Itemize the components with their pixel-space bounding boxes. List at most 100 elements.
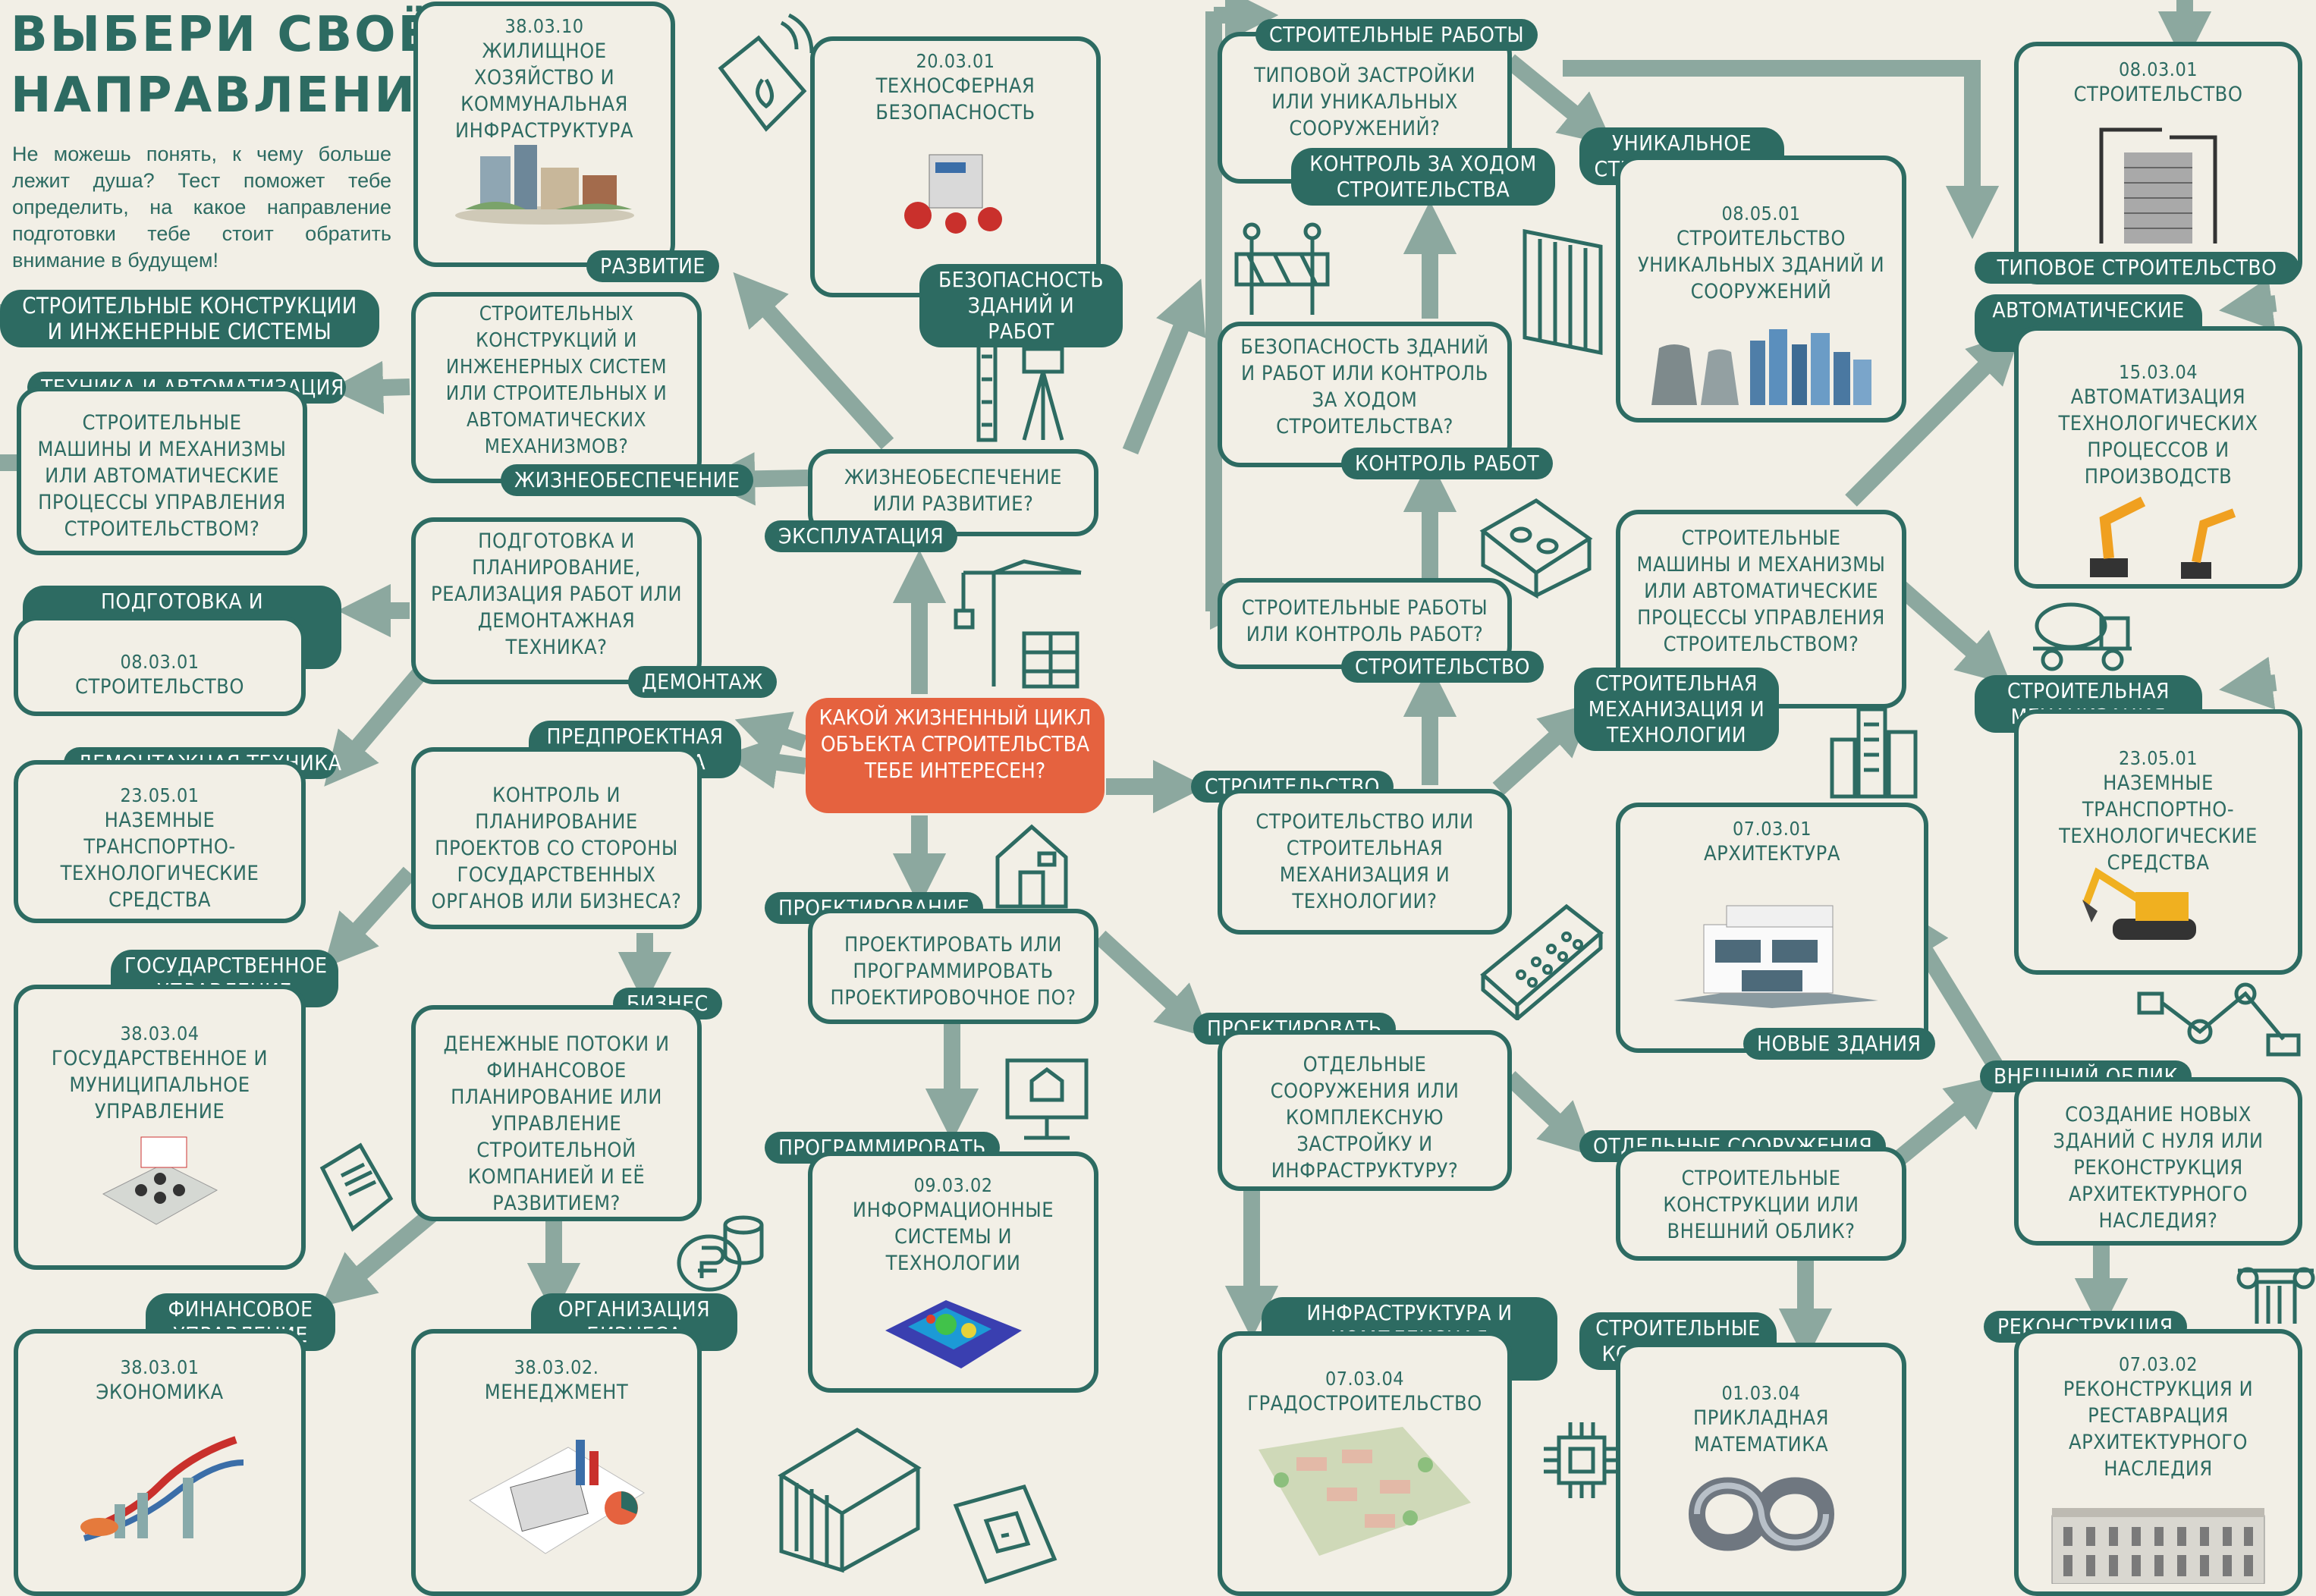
result-code: 07.03.02 xyxy=(2118,1353,2198,1375)
result-title: ЭКОНОМИКА xyxy=(96,1381,224,1404)
meeting-illustration xyxy=(102,1136,218,1225)
result-title: ГРАДОСТРОИТЕЛЬСТВО xyxy=(1247,1392,1482,1415)
tag-str-konstr-ing[interactable]: СТРОИТЕЛЬНЫЕ КОНСТРУКЦИИ И ИНЖЕНЕРНЫЕ СИ… xyxy=(0,290,379,347)
result-zhkh[interactable]: 38.03.10 ЖИЛИЩНОЕ ХОЗЯЙСТВО И КОММУНАЛЬН… xyxy=(413,2,675,267)
blueprint-icon xyxy=(953,1484,1057,1585)
skyscrapers-illustration xyxy=(1651,329,1871,405)
question-fin-or-org[interactable]: ДЕНЕЖНЫЕ ПОТОКИ И ФИНАНСОВОЕ ПЛАНИРОВАНИ… xyxy=(411,1005,702,1221)
concrete-mixer-icon xyxy=(2033,602,2132,671)
result-title: ПРИКЛАДНАЯ МАТЕМАТИКА xyxy=(1693,1406,1829,1456)
result-ekonomika[interactable]: 38.03.01 ЭКОНОМИКА xyxy=(14,1329,306,1596)
center-question[interactable]: КАКОЙ ЖИЗНЕННЫЙ ЦИКЛ ОБЪЕКТА СТРОИТЕЛЬСТ… xyxy=(806,698,1105,813)
city-buildings-icon xyxy=(1830,707,1918,799)
question-new-or-recon[interactable]: СОЗДАНИЕ НОВЫХ ЗДАНИЙ С НУЛЯ ИЛИ РЕКОНСТ… xyxy=(2014,1077,2302,1246)
housing-illustration xyxy=(454,145,634,225)
result-automation[interactable]: 15.03.04 АВТОМАТИЗАЦИЯ ТЕХНОЛОГИЧЕСКИХ П… xyxy=(2014,326,2302,589)
coins-icon xyxy=(677,1215,764,1292)
tag-kontrol-rabot[interactable]: КОНТРОЛЬ РАБОТ xyxy=(1341,448,1554,479)
robot-arm-icon xyxy=(2137,982,2301,1057)
result-title: ТЕХНОСФЕРНАЯ БЕЗОПАСНОСТЬ xyxy=(875,74,1035,124)
result-code: 09.03.02 xyxy=(913,1174,993,1196)
question-proekt-or-program[interactable]: ПРОЕКТИРОВАТЬ ИЛИ ПРОГРАММИРОВАТЬ ПРОЕКТ… xyxy=(808,909,1098,1024)
tag-str-mech-tech[interactable]: СТРОИТЕЛЬНАЯ МЕХАНИЗАЦИЯ И ТЕХНОЛОГИИ xyxy=(1574,668,1779,751)
result-code: 07.03.01 xyxy=(1732,818,1812,840)
city-plan-illustration xyxy=(1259,1427,1471,1556)
title-line-2: НАПРАВЛЕНИЕ xyxy=(11,68,453,124)
question-mash-or-auto-left[interactable]: СТРОИТЕЛЬНЫЕ МАШИНЫ И МЕХАНИЗМЫ ИЛИ АВТО… xyxy=(17,387,307,555)
result-title: РЕКОНСТРУКЦИЯ И РЕСТАВРАЦИЯ АРХИТЕКТУРНО… xyxy=(2063,1378,2254,1481)
microchip-icon xyxy=(1544,1422,1620,1498)
radiator-icon xyxy=(1523,228,1603,356)
result-applied-math[interactable]: 01.03.04 ПРИКЛАДНАЯ МАТЕМАТИКА xyxy=(1616,1343,1906,1596)
result-title: СТРОИТЕЛЬСТВО xyxy=(2073,83,2243,106)
result-tekhnosfera[interactable]: 20.03.01 ТЕХНОСФЕРНАЯ БЕЗОПАСНОСТЬ xyxy=(810,36,1101,297)
result-code: 38.03.10 xyxy=(504,15,584,37)
page-title: ВЫБЕРИ СВОЁ НАПРАВЛЕНИЕ xyxy=(11,5,453,126)
question-gos-or-biz[interactable]: КОНТРОЛЬ И ПЛАНИРОВАНИЕ ПРОЕКТОВ СО СТОР… xyxy=(411,747,702,929)
result-code: 38.03.02. xyxy=(514,1356,599,1378)
result-code: 07.03.04 xyxy=(1325,1368,1405,1390)
result-title: АВТОМАТИЗАЦИЯ ТЕХНОЛОГИЧЕСКИХ ПРОЦЕССОВ … xyxy=(2058,385,2258,489)
question-konstr-or-tech[interactable]: СТРОИТЕЛЬНЫХ КОНСТРУКЦИЙ И ИНЖЕНЕРНЫХ СИ… xyxy=(411,292,702,483)
road-barrier-icon xyxy=(1234,222,1330,315)
result-title: ЖИЛИЩНОЕ ХОЗЯЙСТВО И КОММУНАЛЬНАЯ ИНФРАС… xyxy=(455,39,633,143)
result-unique-build[interactable]: 08.05.01 СТРОИТЕЛЬСТВО УНИКАЛЬНЫХ ЗДАНИЙ… xyxy=(1616,156,1906,423)
question-zhizneobesp-or-razvitie[interactable]: ЖИЗНЕОБЕСПЕЧЕНИЕ ИЛИ РАЗВИТИЕ? xyxy=(808,449,1098,536)
building-block-icon xyxy=(778,1428,922,1573)
result-restoration[interactable]: 07.03.02 РЕКОНСТРУКЦИЯ И РЕСТАВРАЦИЯ АРХ… xyxy=(2014,1329,2302,1596)
result-title: СТРОИТЕЛЬСТВО УНИКАЛЬНЫХ ЗДАНИЙ И СООРУЖ… xyxy=(1637,227,1885,303)
question-podgotovka-or-demontazh[interactable]: ПОДГОТОВКА И ПЛАНИРОВАНИЕ, РЕАЛИЗАЦИЯ РА… xyxy=(411,517,702,684)
tag-typical[interactable]: ТИПОВОЕ СТРОИТЕЛЬСТВО xyxy=(1975,252,2299,284)
result-gradostroy[interactable]: 07.03.04 ГРАДОСТРОИТЕЛЬСТВО xyxy=(1218,1331,1512,1596)
growth-chart-illustration xyxy=(80,1436,244,1541)
result-ttts-right[interactable]: 23.05.01 НАЗЕМНЫЕ ТРАНСПОРТНО-ТЕХНОЛОГИЧ… xyxy=(2014,709,2302,975)
result-code: 08.05.01 xyxy=(1721,203,1801,225)
construction-site-illustration xyxy=(2099,127,2217,243)
result-ttts-left[interactable]: 23.05.01 НАЗЕМНЫЕ ТРАНСПОРТНО-ТЕХНОЛОГИЧ… xyxy=(14,760,306,923)
modern-house-illustration xyxy=(1673,905,1878,1008)
tag-bezopasnost[interactable]: БЕЗОПАСНОСТЬ ЗДАНИЙ И РАБОТ xyxy=(919,264,1123,347)
house-icon xyxy=(995,824,1068,909)
column-capital-icon xyxy=(2236,1267,2315,1324)
result-code: 23.05.01 xyxy=(2118,747,2198,769)
tag-razvitie[interactable]: РАЗВИТИЕ xyxy=(586,250,719,282)
result-menedzhment[interactable]: 38.03.02. МЕНЕДЖМЕНТ xyxy=(411,1329,702,1596)
tag-ekspluatatsiya[interactable]: ЭКСПЛУАТАЦИЯ xyxy=(765,520,958,552)
question-safety-or-control[interactable]: БЕЗОПАСНОСТЬ ЗДАНИЙ И РАБОТ ИЛИ КОНТРОЛЬ… xyxy=(1218,322,1512,467)
cinder-block-icon xyxy=(1479,498,1593,599)
result-code: 08.03.01 xyxy=(2118,58,2198,80)
tag-kontrol-hod[interactable]: КОНТРОЛЬ ЗА ХОДОМ СТРОИТЕЛЬСТВА xyxy=(1291,148,1555,206)
tag-str-raboty[interactable]: СТРОИТЕЛЬНЫЕ РАБОТЫ xyxy=(1255,19,1538,51)
question-stroit-or-mech[interactable]: СТРОИТЕЛЬСТВО ИЛИ СТРОИТЕЛЬНАЯ МЕХАНИЗАЦ… xyxy=(1218,789,1512,935)
result-architecture[interactable]: 07.03.01 АРХИТЕКТУРА xyxy=(1616,803,1928,1053)
tag-new-buildings[interactable]: НОВЫЕ ЗДАНИЯ xyxy=(1743,1028,1935,1060)
result-code: 15.03.04 xyxy=(2118,361,2198,383)
crane-icon xyxy=(954,559,1082,689)
tag-stroitelstvo-2[interactable]: СТРОИТЕЛЬСТВО xyxy=(1341,651,1544,683)
result-title: АРХИТЕКТУРА xyxy=(1704,842,1840,866)
result-title: СТРОИТЕЛЬСТВО xyxy=(75,675,244,699)
result-stroit-right[interactable]: 08.03.01 СТРОИТЕЛЬСТВО xyxy=(2014,42,2302,284)
result-code: 01.03.04 xyxy=(1721,1382,1801,1404)
industrial-robot-illustration xyxy=(2090,496,2236,579)
fire-alarm-illustration xyxy=(903,154,1002,234)
fire-extinguisher-icon xyxy=(718,13,814,132)
result-gmu[interactable]: 38.03.04 ГОСУДАРСТВЕННОЕ И МУНИЦИПАЛЬНОЕ… xyxy=(14,985,306,1270)
result-code: 08.03.01 xyxy=(120,651,200,673)
tag-zhizneobespechenie[interactable]: ЖИЗНЕОБЕСПЕЧЕНИЕ xyxy=(501,464,754,496)
tag-demontazh[interactable]: ДЕМОНТАЖ xyxy=(628,666,777,698)
result-stroit-left[interactable]: 08.03.01 СТРОИТЕЛЬСТВО xyxy=(14,616,306,716)
computer-house-icon xyxy=(1005,1058,1089,1140)
brick-icon xyxy=(1480,903,1604,1020)
result-code: 23.05.01 xyxy=(120,784,200,806)
result-title: ИНФОРМАЦИОННЫЕ СИСТЕМЫ И ТЕХНОЛОГИИ xyxy=(852,1199,1054,1275)
result-ist[interactable]: 09.03.02 ИНФОРМАЦИОННЫЕ СИСТЕМЫ И ТЕХНОЛ… xyxy=(808,1151,1098,1393)
document-icon xyxy=(319,1142,394,1232)
result-code: 20.03.01 xyxy=(916,50,995,72)
excavator-illustration xyxy=(2082,867,2196,940)
question-konstr-or-oblik[interactable]: СТРОИТЕЛЬНЫЕ КОНСТРУКЦИИ ИЛИ ВНЕШНИЙ ОБЛ… xyxy=(1616,1147,1906,1261)
result-code: 38.03.01 xyxy=(120,1356,200,1378)
title-line-1: ВЫБЕРИ СВОЁ xyxy=(11,7,434,63)
question-separate-or-complex[interactable]: ОТДЕЛЬНЫЕ СООРУЖЕНИЯ ИЛИ КОМПЛЕКСНУЮ ЗАС… xyxy=(1218,1030,1512,1191)
result-code: 38.03.04 xyxy=(120,1023,200,1045)
